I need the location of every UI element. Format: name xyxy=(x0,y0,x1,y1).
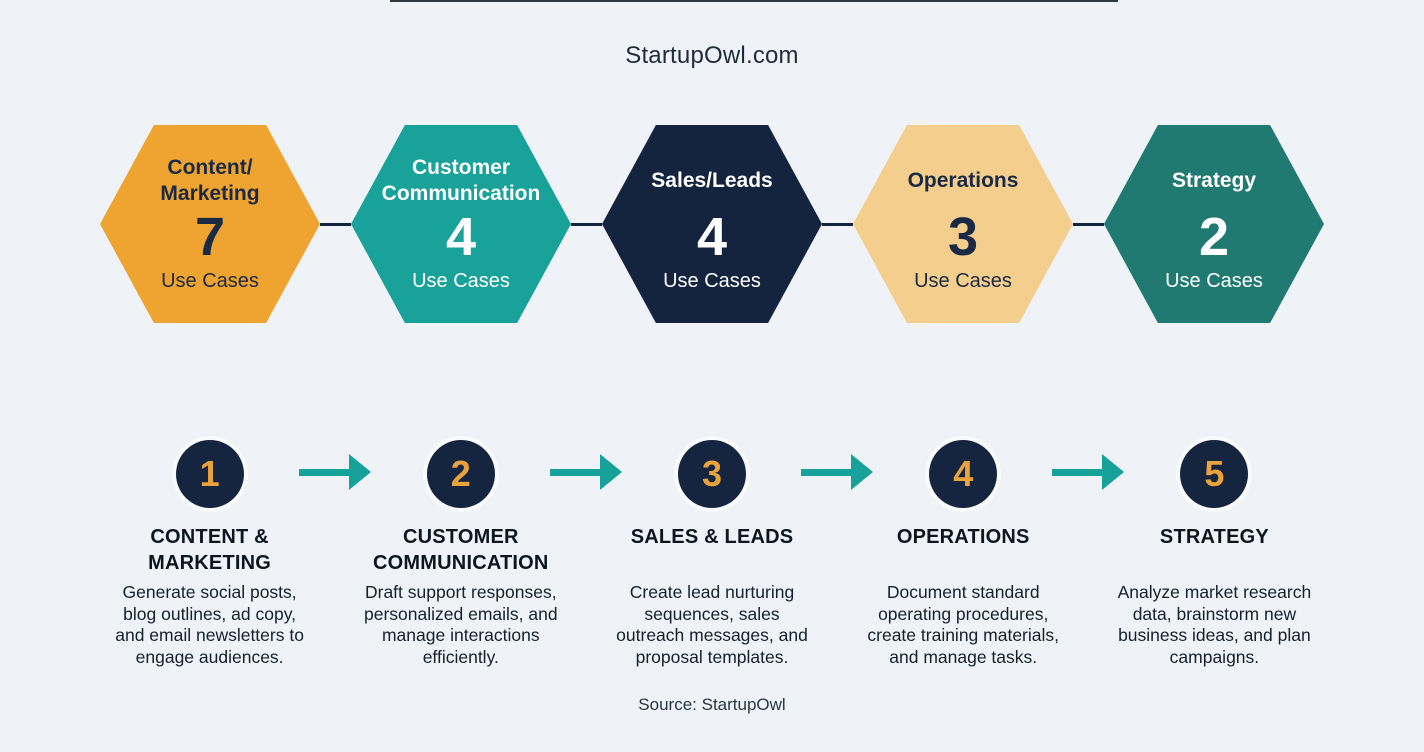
step-customer-communication: 2 CUSTOMER COMMUNICATION Draft support r… xyxy=(335,440,586,668)
step-circle: 1 xyxy=(175,440,244,508)
step-number: 4 xyxy=(953,453,974,494)
step-circle: 3 xyxy=(678,440,746,508)
arrow-head xyxy=(600,454,622,490)
step-title: SALES & LEADS xyxy=(630,526,794,548)
arrow-shaft xyxy=(550,468,600,476)
step-title: STRATEGY xyxy=(1159,526,1269,548)
arrow-shaft xyxy=(801,468,851,476)
step-description: Create lead nurturing sequences, sales o… xyxy=(616,582,808,667)
hexagon-count: 2 xyxy=(1198,207,1230,267)
step-number: 3 xyxy=(701,453,723,494)
hexagon-name: Customer Communication xyxy=(381,156,541,205)
arrow-right-icon xyxy=(550,454,622,490)
hexagon-use-cases-label: Use Cases xyxy=(1165,270,1263,292)
step-title: CUSTOMER COMMUNICATION xyxy=(373,526,549,574)
hexagon-connector xyxy=(1073,222,1104,226)
step-description: Analyze market research data, brainstorm… xyxy=(1117,582,1312,667)
hexagon-use-cases-label: Use Cases xyxy=(161,270,259,292)
top-edge-artifact xyxy=(390,0,1118,2)
step-circle: 2 xyxy=(426,440,495,508)
hexagon-name: Content/ Marketing xyxy=(160,156,260,205)
hexagon-name: Strategy xyxy=(1171,169,1257,192)
arrow-shaft xyxy=(1052,468,1102,476)
hexagon-connector xyxy=(571,222,602,226)
page-title: StartupOwl.com xyxy=(625,42,799,69)
hexagon-use-cases-label: Use Cases xyxy=(663,270,761,292)
step-number: 2 xyxy=(450,453,471,494)
steps-row: 1 CONTENT & MARKETING Generate social po… xyxy=(84,440,1340,668)
step-content-marketing: 1 CONTENT & MARKETING Generate social po… xyxy=(84,440,335,668)
hexagon-use-cases-label: Use Cases xyxy=(412,270,510,292)
step-title: CONTENT & MARKETING xyxy=(148,526,272,574)
step-description: Document standard operating procedures, … xyxy=(867,582,1060,667)
arrow-right-icon xyxy=(1052,454,1124,490)
step-strategy: 5 STRATEGY Analyze market research data,… xyxy=(1089,440,1340,668)
step-description: Generate social posts, blog outlines, ad… xyxy=(115,582,304,667)
step-description: Draft support responses, personalized em… xyxy=(364,582,558,667)
step-circle: 5 xyxy=(1180,440,1249,508)
step-operations: 4 OPERATIONS Document standard operating… xyxy=(838,440,1089,668)
hexagon-use-cases-label: Use Cases xyxy=(914,270,1012,292)
hexagon-strategy: Strategy 2 Use Cases xyxy=(1104,125,1324,323)
arrow-head xyxy=(1102,454,1124,490)
hexagon-sales-leads: Sales/Leads 4 Use Cases xyxy=(602,125,822,323)
hexagon-name: Operations xyxy=(907,169,1019,192)
hexagon-count: 4 xyxy=(696,207,728,267)
step-number: 1 xyxy=(199,453,220,494)
hexagon-row: Content/ Marketing 7 Use Cases Customer … xyxy=(100,125,1324,323)
hexagon-operations: Operations 3 Use Cases xyxy=(853,125,1073,323)
arrow-right-icon xyxy=(299,454,371,490)
hexagon-count: 3 xyxy=(947,207,979,267)
source-note: Source: StartupOwl xyxy=(638,695,786,714)
hexagon-name: Sales/Leads xyxy=(651,169,773,192)
hexagon-count: 7 xyxy=(194,207,226,267)
hexagon-count: 4 xyxy=(445,207,477,267)
step-circle: 4 xyxy=(929,440,998,508)
step-sales-leads: 3 SALES & LEADS Create lead nurturing se… xyxy=(586,440,837,668)
step-number: 5 xyxy=(1204,453,1225,494)
arrow-shaft xyxy=(299,468,349,476)
hexagon-content-marketing: Content/ Marketing 7 Use Cases xyxy=(100,125,320,323)
arrow-head xyxy=(349,454,371,490)
hexagon-connector xyxy=(320,222,351,226)
arrow-head xyxy=(851,454,873,490)
hexagon-customer-communication: Customer Communication 4 Use Cases xyxy=(351,125,571,323)
step-title: OPERATIONS xyxy=(896,526,1030,548)
arrow-right-icon xyxy=(801,454,873,490)
hexagon-connector xyxy=(822,222,853,226)
